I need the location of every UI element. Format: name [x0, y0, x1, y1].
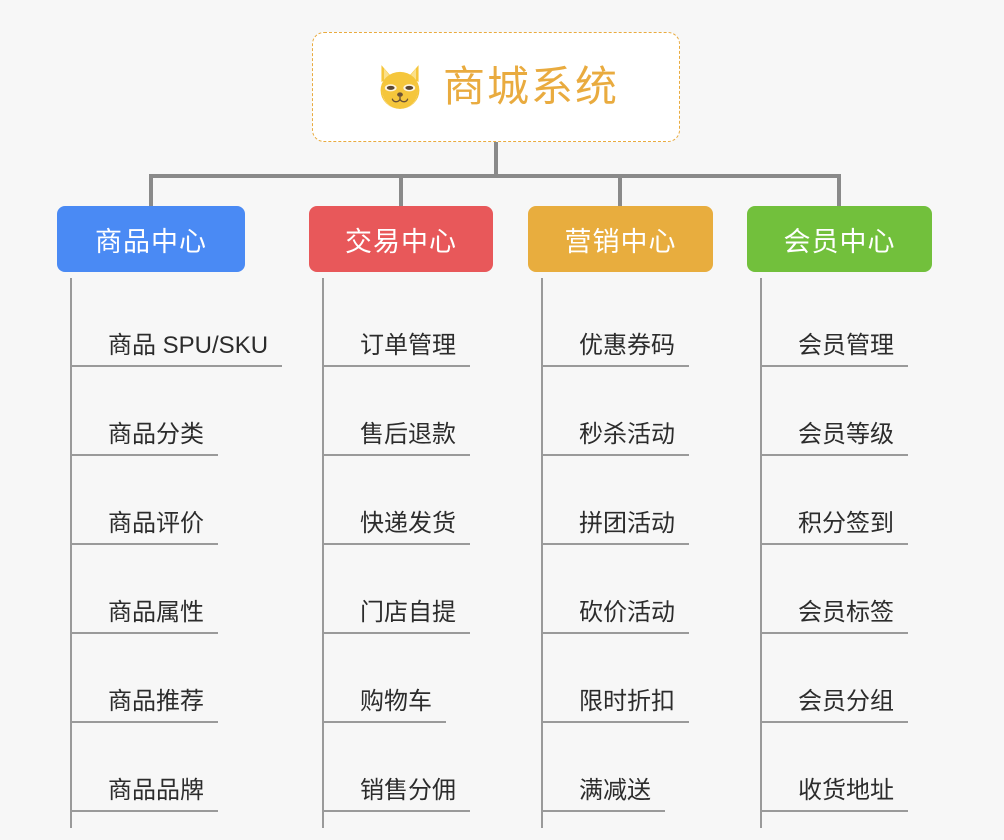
child-item-label: 商品属性 [108, 598, 204, 626]
connector-drop-1 [149, 174, 153, 208]
child-column-marketing: 优惠券码 秒杀活动 拼团活动 砍价活动 限时折扣 满减送 [541, 278, 771, 828]
list-item[interactable]: 限时折扣 [541, 634, 771, 723]
child-spine-product [70, 278, 72, 828]
category-label-marketing: 营销中心 [564, 226, 677, 257]
category-label-member: 会员中心 [783, 226, 896, 257]
child-spine-trade [322, 278, 324, 828]
connector-drop-2 [399, 174, 403, 208]
child-item-label: 拼团活动 [579, 509, 675, 537]
list-item[interactable]: 收货地址 [760, 723, 990, 812]
list-item[interactable]: 销售分佣 [322, 723, 552, 812]
list-item[interactable]: 优惠券码 [541, 278, 771, 367]
connector-stem [494, 142, 498, 176]
child-item-label: 售后退款 [360, 420, 456, 448]
connector-bar [149, 174, 841, 178]
list-item[interactable]: 商品属性 [70, 545, 310, 634]
child-item-label: 砍价活动 [579, 598, 675, 626]
category-box-member[interactable]: 会员中心 [747, 206, 932, 272]
child-item-label: 会员分组 [798, 687, 894, 715]
list-item[interactable]: 秒杀活动 [541, 367, 771, 456]
child-item-label: 收货地址 [798, 776, 894, 804]
list-item[interactable]: 商品评价 [70, 456, 310, 545]
list-item[interactable]: 砍价活动 [541, 545, 771, 634]
child-item-label: 商品推荐 [108, 687, 204, 715]
list-item[interactable]: 商品 SPU/SKU [70, 278, 310, 367]
category-label-trade: 交易中心 [345, 226, 457, 257]
list-item[interactable]: 会员等级 [760, 367, 990, 456]
list-item[interactable]: 商品品牌 [70, 723, 310, 812]
list-item[interactable]: 商品推荐 [70, 634, 310, 723]
list-item[interactable]: 快递发货 [322, 456, 552, 545]
category-box-trade[interactable]: 交易中心 [309, 206, 493, 272]
child-item-label: 积分签到 [798, 509, 894, 537]
child-item-label: 会员管理 [798, 331, 894, 359]
child-item-label: 商品评价 [108, 509, 204, 537]
root-node[interactable]: 商城系统 [312, 32, 680, 142]
list-item[interactable]: 会员管理 [760, 278, 990, 367]
list-item[interactable]: 购物车 [322, 634, 552, 723]
connector-drop-3 [618, 174, 622, 208]
list-item[interactable]: 拼团活动 [541, 456, 771, 545]
category-label-product: 商品中心 [95, 226, 207, 257]
child-item-label: 商品分类 [108, 420, 204, 448]
child-item-label: 会员等级 [798, 420, 894, 448]
child-item-label: 秒杀活动 [579, 420, 675, 448]
child-spine-marketing [541, 278, 543, 828]
child-item-label: 门店自提 [360, 598, 456, 626]
child-item-label: 快递发货 [360, 509, 456, 537]
child-column-product: 商品 SPU/SKU 商品分类 商品评价 商品属性 商品推荐 商品品牌 [70, 278, 310, 828]
root-title: 商城系统 [442, 63, 619, 110]
child-item-label: 优惠券码 [579, 331, 675, 359]
child-item-label: 限时折扣 [579, 687, 675, 715]
child-item-label: 销售分佣 [360, 776, 456, 804]
category-box-product[interactable]: 商品中心 [57, 206, 245, 272]
child-item-label: 商品 SPU/SKU [108, 331, 269, 359]
shiba-dog-face-icon [380, 65, 420, 111]
child-item-label: 购物车 [360, 687, 432, 715]
list-item[interactable]: 会员标签 [760, 545, 990, 634]
list-item[interactable]: 积分签到 [760, 456, 990, 545]
child-item-label: 会员标签 [798, 598, 894, 626]
list-item[interactable]: 会员分组 [760, 634, 990, 723]
child-column-trade: 订单管理 售后退款 快递发货 门店自提 购物车 销售分佣 [322, 278, 552, 828]
list-item[interactable]: 门店自提 [322, 545, 552, 634]
child-item-label: 订单管理 [360, 331, 456, 359]
list-item[interactable]: 订单管理 [322, 278, 552, 367]
list-item[interactable]: 满减送 [541, 723, 771, 812]
child-item-label: 满减送 [579, 776, 651, 804]
list-item[interactable]: 商品分类 [70, 367, 310, 456]
list-item[interactable]: 售后退款 [322, 367, 552, 456]
child-item-label: 商品品牌 [108, 776, 204, 804]
child-spine-member [760, 278, 762, 828]
category-box-marketing[interactable]: 营销中心 [528, 206, 713, 272]
connector-drop-4 [837, 174, 841, 208]
child-column-member: 会员管理 会员等级 积分签到 会员标签 会员分组 收货地址 [760, 278, 990, 828]
